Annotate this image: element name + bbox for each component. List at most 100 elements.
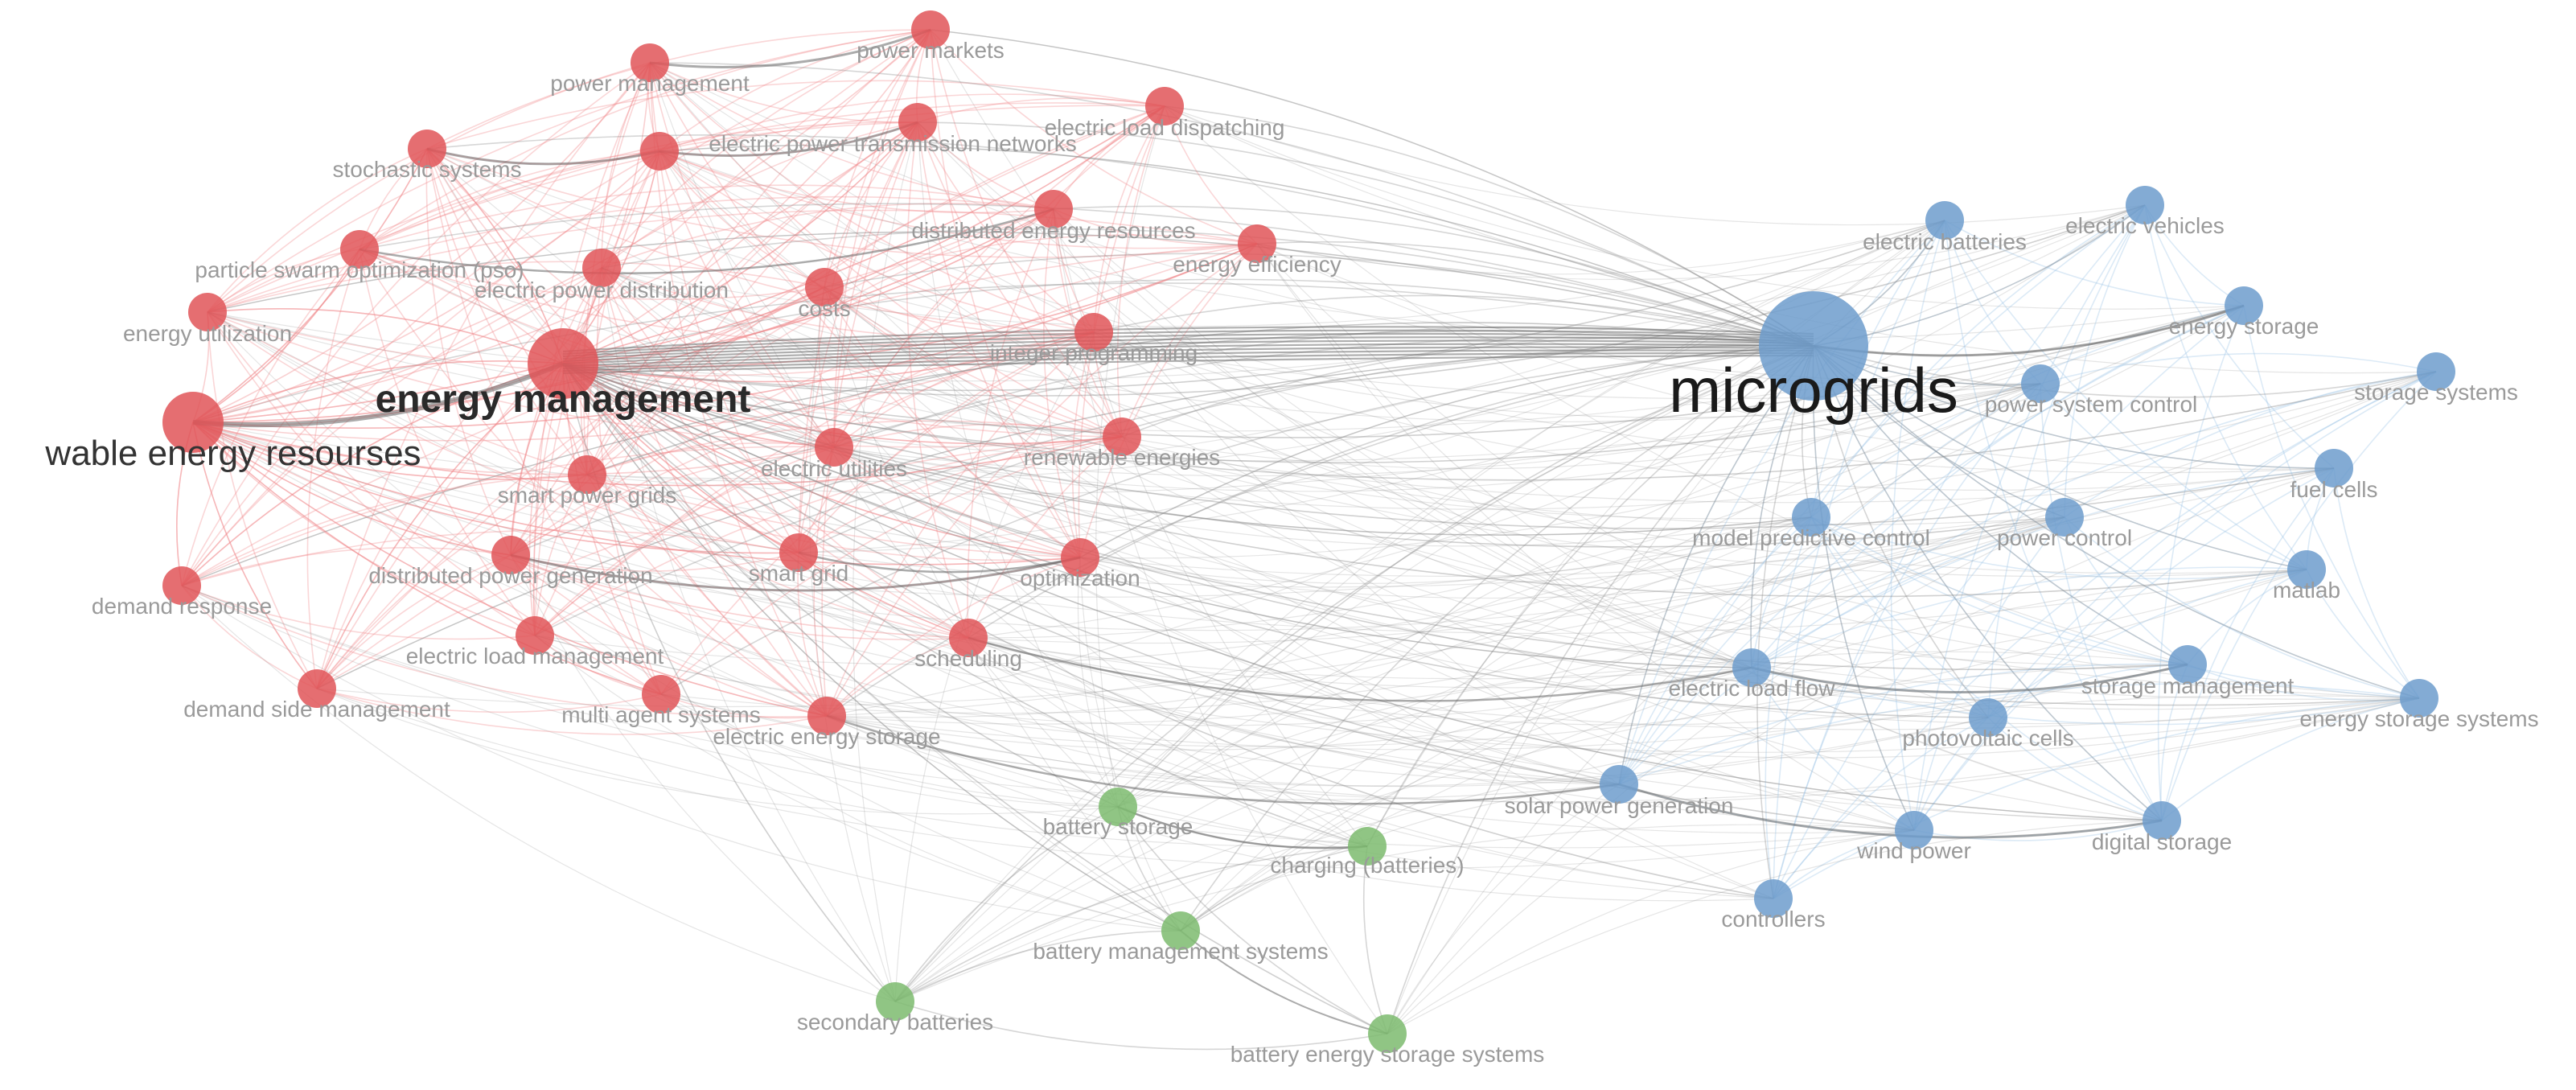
node-electric-load-management[interactable] (516, 616, 554, 655)
label-electric-load-flow: electric load flow (1669, 676, 1836, 701)
node-energy-utilization[interactable] (188, 293, 227, 331)
label-battery-storage: battery storage (1043, 814, 1194, 839)
label-costs: costs (798, 296, 850, 321)
node-controllers[interactable] (1754, 879, 1793, 918)
edge-microgrids-solar_power_generation (1618, 345, 1814, 785)
edge-energy_management-battery_management_systems (562, 363, 1181, 932)
edge-microgrids-demand_side_management (316, 344, 1814, 689)
edge-integer_programming-power_system_control (1093, 331, 2041, 418)
edge-renewable_energy_resources-smart_grid (192, 422, 799, 554)
node-power-system-control[interactable] (2021, 364, 2060, 403)
node-charging-batteries[interactable] (1348, 827, 1387, 866)
node-electric-utilities[interactable] (815, 428, 853, 467)
edge-electric_utilities-distributed_power_generation (510, 446, 835, 556)
edge-demand_response-battery_management_systems (181, 585, 1181, 932)
node-battery-storage[interactable] (1099, 788, 1137, 826)
node-optimization[interactable] (1061, 538, 1099, 577)
edge-integer_programming_top-digital_storage (917, 121, 2163, 821)
edge-electric_utilities-smart_power_grids (586, 442, 835, 475)
edge-power_markets-demand_side_management (316, 29, 931, 689)
node-secondary-batteries[interactable] (876, 982, 914, 1021)
edge-integer_programming-multi_agent_systems (660, 331, 1095, 695)
edge-multi_agent_systems-energy_storage_systems (660, 693, 2420, 803)
node-smart-grid[interactable] (779, 533, 818, 572)
edge-renewable_energy_resources-power_management (192, 62, 651, 423)
node-integer-programming-top[interactable] (898, 103, 937, 142)
edge-microgrids-renewable_energy_resources (192, 282, 1814, 423)
node-demand-response[interactable] (162, 566, 201, 605)
edge-renewable_energy_resources-electric_load_dispatching (192, 105, 1165, 423)
node-storage-systems[interactable] (2417, 352, 2455, 391)
node-renewable-energies[interactable] (1103, 417, 1141, 456)
node-power-control[interactable] (2045, 498, 2084, 537)
edge-stochastic_systems-scheduling (426, 148, 969, 639)
edge-energy_efficiency-optimization (1079, 243, 1258, 558)
node-electric-load-flow[interactable] (1732, 648, 1771, 687)
node-power-markets[interactable] (911, 10, 950, 49)
node-photovoltaic-cells[interactable] (1969, 698, 2007, 737)
edge-stochastic_systems-electric_utilities (426, 148, 835, 448)
node-electric-vehicles[interactable] (2126, 186, 2164, 224)
node-matlab[interactable] (2287, 550, 2326, 589)
edge-renewable_energy_resources-solar_power_generation (192, 422, 1620, 785)
node-smart-power-grids[interactable] (568, 455, 606, 494)
edge-charging_batteries-battery_management_systems (1180, 845, 1368, 932)
edge-charging_batteries-secondary_batteries (894, 845, 1368, 1002)
edge-electric_load_dispatching-storage_management (1164, 105, 2188, 665)
edge-power_management-distributed_energy_resources (649, 62, 1054, 210)
edge-distributed_power_generation-demand_side_management (316, 554, 512, 689)
node-stochastic-systems[interactable] (408, 130, 446, 168)
node-costs[interactable] (805, 268, 844, 306)
node-energy-efficiency[interactable] (1238, 224, 1276, 263)
node-renewable-energy-resources[interactable] (162, 392, 224, 453)
edge-power_management-controllers (649, 62, 1774, 899)
node-electric-power-distribution[interactable] (582, 249, 621, 287)
edge-renewable_energy_resources-demand_side_management (192, 422, 318, 689)
node-battery-management-systems[interactable] (1161, 911, 1200, 950)
node-digital-storage[interactable] (2143, 801, 2181, 840)
node-electric-power-transmission-networks[interactable] (640, 132, 679, 171)
node-wind-power[interactable] (1895, 811, 1933, 849)
edge-distributed_power_generation-scheduling (510, 554, 969, 640)
node-power-management[interactable] (631, 43, 669, 82)
node-fuel-cells[interactable] (2315, 449, 2353, 487)
node-energy-management[interactable] (528, 328, 598, 399)
node-electric-batteries[interactable] (1925, 201, 1964, 240)
node-electric-energy-storage[interactable] (807, 697, 846, 735)
edge-renewable_energy_resources-multi_agent_systems (192, 422, 662, 695)
edge-electric_power_transmission_networks-smart_power_grids (586, 150, 660, 475)
edge-battery_storage-charging_batteries (1117, 805, 1368, 849)
node-energy-storage[interactable] (2225, 286, 2263, 325)
edge-renewable_energy_resources-energy_storage (192, 305, 2245, 495)
edge-storage_systems-controllers (1773, 371, 2437, 899)
node-integer-programming[interactable] (1074, 313, 1113, 352)
node-electric-load-dispatching[interactable] (1145, 87, 1184, 125)
edge-integer_programming_top-smart_grid (798, 121, 918, 553)
edge-integer_programming_top-electric_energy_storage (821, 121, 918, 717)
node-distributed-power-generation[interactable] (491, 536, 530, 574)
edge-integer_programming_top-distributed_energy_resources (917, 121, 1054, 210)
label-particle-swarm-optimization: particle swarm optimization (pso) (195, 257, 524, 282)
node-scheduling[interactable] (949, 619, 988, 657)
node-battery-energy-storage-systems[interactable] (1368, 1014, 1407, 1053)
edge-power_management-electric_utilities (649, 62, 835, 448)
edge-distributed_energy_resources-scheduling (967, 208, 1054, 639)
node-storage-management[interactable] (2168, 645, 2207, 684)
node-solar-power-generation[interactable] (1600, 765, 1638, 804)
edge-costs-secondary_batteries (809, 286, 896, 1002)
node-energy-storage-systems[interactable] (2400, 679, 2438, 718)
edge-battery_storage-secondary_batteries (894, 806, 1119, 1002)
node-microgrids[interactable] (1759, 291, 1868, 401)
edge-renewable_energy_resources-energy_management (192, 361, 565, 428)
node-demand-side-management[interactable] (298, 669, 336, 708)
edge-storage_management-energy_storage_systems (2187, 664, 2420, 701)
edge-energy_management-electric_load_management (528, 363, 564, 636)
edge-energy_management-scheduling (562, 363, 969, 639)
node-distributed-energy-resources[interactable] (1034, 190, 1073, 228)
node-model-predictive-control[interactable] (1792, 498, 1830, 537)
node-particle-swarm-optimization[interactable] (340, 230, 379, 269)
edge-microgrids-costs (824, 253, 1814, 347)
edge-scheduling-matlab (968, 569, 2307, 689)
node-multi-agent-systems[interactable] (642, 675, 680, 714)
